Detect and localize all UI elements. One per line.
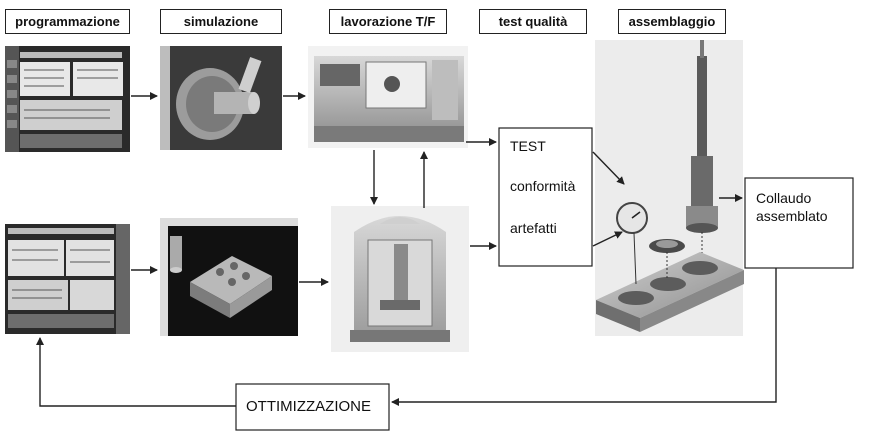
collaudo-box-frame — [744, 177, 854, 269]
stage-label-assemblaggio: assemblaggio — [618, 9, 726, 34]
programming-screen-top — [5, 46, 130, 152]
stage-label-lavorazione: lavorazione T/F — [329, 9, 447, 34]
simulation-screen-top — [160, 46, 282, 150]
stage-label-programmazione: programmazione — [5, 9, 130, 34]
ottimizzazione-box-frame — [235, 383, 390, 431]
programming-screen-bottom — [5, 224, 130, 334]
milling-machine-photo — [331, 206, 469, 352]
stage-label-test-qualita: test qualità — [479, 9, 587, 34]
collaudo-line1: Collaudo — [756, 190, 812, 206]
lathe-machine-photo — [308, 46, 468, 148]
collaudo-line2: assemblato — [756, 208, 828, 224]
flow-arrows — [36, 92, 777, 407]
ottimizzazione-label: OTTIMIZZAZIONE — [246, 398, 371, 415]
stage-label-simulazione: simulazione — [160, 9, 282, 34]
test-box-line1: TEST — [510, 138, 546, 154]
test-box-line3: artefatti — [510, 220, 557, 236]
assembly-illustration — [596, 40, 744, 332]
test-box-frame — [498, 127, 593, 267]
simulation-screen-bottom — [160, 218, 298, 336]
test-box-line2: conformità — [510, 178, 576, 194]
